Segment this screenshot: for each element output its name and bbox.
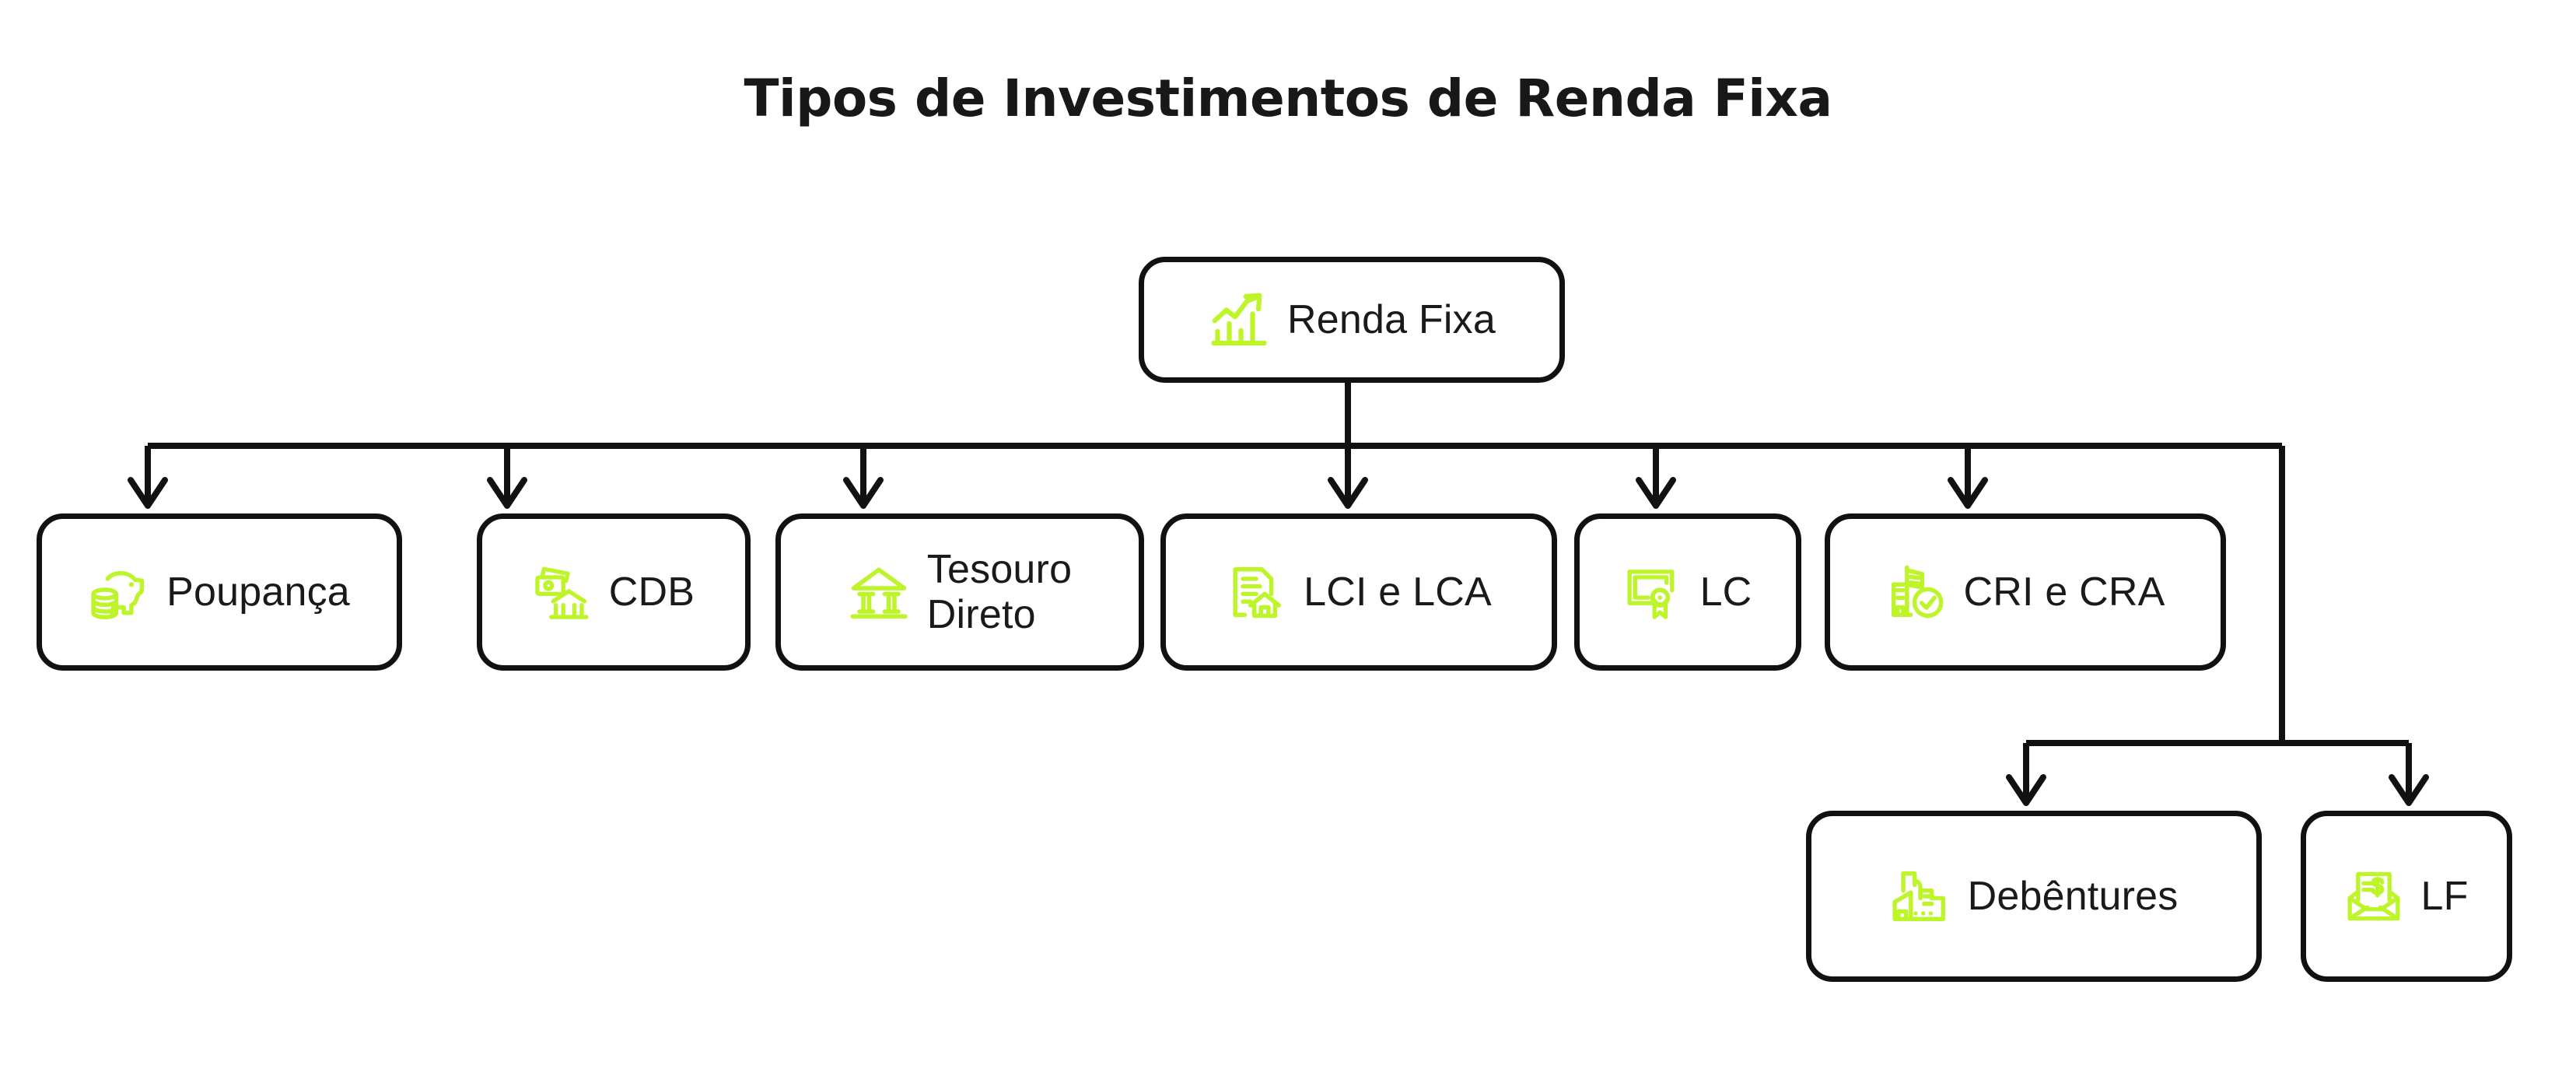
arrowhead-cri-cra [1948,477,1988,509]
envelope-money-icon [2344,867,2403,926]
arrowhead-poupanca [128,477,168,509]
factory-icon [1890,866,1951,927]
node-cdb[interactable]: CDB [477,513,751,671]
document-house-icon [1226,562,1286,622]
node-label: Renda Fixa [1287,296,1496,342]
arrowhead-lf [2389,774,2429,806]
bank-columns-icon [848,561,910,623]
building-check-icon [1886,562,1947,622]
node-lci-lca[interactable]: LCI e LCA [1160,513,1557,671]
piggy-bank-coins-icon [89,562,149,622]
arrowhead-lc [1636,477,1676,509]
arrowhead-lci-lca [1328,477,1368,509]
growth-bar-chart-icon [1208,289,1270,351]
node-debentures[interactable]: Debêntures [1806,811,2262,982]
arrowhead-debentures [2006,774,2046,806]
node-label: LC [1699,569,1752,615]
node-lc[interactable]: LC [1574,513,1801,671]
node-renda-fixa[interactable]: Renda Fixa [1139,257,1565,383]
node-label: CRI e CRA [1963,569,2165,615]
page-title: Tipos de Investimentos de Renda Fixa [744,68,1832,128]
node-poupanca[interactable]: Poupança [37,513,402,671]
node-label: LCI e LCA [1304,569,1492,615]
money-bank-icon [533,563,592,622]
certificate-award-icon [1624,563,1683,622]
node-label: LF [2420,873,2469,919]
arrowhead-tesouro [843,477,884,509]
node-lf[interactable]: LF [2301,811,2512,982]
node-label: Poupança [166,569,350,615]
node-label: Tesouro Direto [926,546,1073,637]
arrowhead-cdb [487,477,527,509]
node-label: CDB [608,569,695,615]
node-label: Debêntures [1967,873,2179,919]
node-tesouro-direto[interactable]: Tesouro Direto [775,513,1144,671]
node-cri-cra[interactable]: CRI e CRA [1825,513,2226,671]
